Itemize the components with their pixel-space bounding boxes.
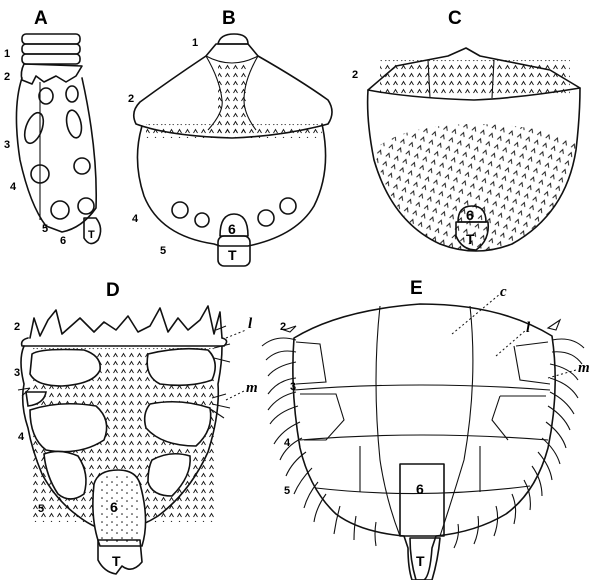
panel-d-seg-3: 3 bbox=[14, 367, 20, 379]
panel-e-seg-6: 6 bbox=[416, 481, 424, 497]
panel-e-telson: T bbox=[416, 553, 425, 569]
panel-a: A 1 2 3 4 5 6 T bbox=[4, 8, 101, 247]
panel-e-body bbox=[262, 294, 584, 580]
panel-b: B 1 2 4 5 6 T bbox=[128, 8, 332, 266]
panel-e-label-c: c bbox=[500, 284, 507, 300]
panel-d-label-m: m bbox=[246, 380, 258, 396]
panel-a-letter: A bbox=[34, 8, 48, 29]
panel-d-seg-5: 5 bbox=[38, 503, 44, 515]
panel-c-body bbox=[368, 48, 580, 251]
panel-c-telson: T bbox=[466, 231, 475, 247]
panel-e-seg-3: 3 bbox=[290, 381, 296, 393]
panel-c-seg-6: 6 bbox=[466, 207, 474, 223]
panel-c-seg-2: 2 bbox=[352, 69, 358, 81]
panel-c: C 2 6 T bbox=[352, 8, 580, 251]
panel-d-seg-6: 6 bbox=[110, 499, 118, 515]
panel-b-telson: T bbox=[228, 247, 237, 263]
panel-b-seg-2: 2 bbox=[128, 93, 134, 105]
panel-b-seg-5: 5 bbox=[160, 245, 166, 257]
panel-c-letter: C bbox=[448, 8, 462, 29]
panel-a-seg-4: 4 bbox=[10, 181, 17, 193]
panel-d-body bbox=[18, 306, 246, 574]
panel-b-seg-1: 1 bbox=[192, 37, 198, 49]
panel-d-letter: D bbox=[106, 280, 120, 301]
panel-a-seg-3: 3 bbox=[4, 139, 10, 151]
panel-e-letter: E bbox=[410, 278, 423, 299]
panel-b-seg-6: 6 bbox=[228, 221, 236, 237]
panel-d-seg-4: 4 bbox=[18, 431, 25, 443]
panel-e-seg-4: 4 bbox=[284, 437, 291, 449]
panel-a-seg-5: 5 bbox=[42, 223, 48, 235]
panel-e: E bbox=[262, 278, 590, 580]
panel-d-telson: T bbox=[112, 553, 121, 569]
panel-b-seg-4: 4 bbox=[132, 213, 139, 225]
panel-b-letter: B bbox=[222, 8, 236, 29]
panel-a-seg-1: 1 bbox=[4, 48, 10, 60]
panel-a-seg-2: 2 bbox=[4, 71, 10, 83]
panel-d-label-l: l bbox=[248, 316, 253, 332]
panel-e-seg-2: 2 bbox=[280, 321, 286, 333]
panel-e-label-l: l bbox=[526, 320, 531, 336]
panel-d: D 2 3 4 5 6 T l m bbox=[14, 280, 258, 574]
panel-e-seg-5: 5 bbox=[284, 485, 290, 497]
panel-a-body bbox=[16, 34, 100, 244]
panel-e-label-m: m bbox=[578, 360, 590, 376]
panel-a-seg-6: 6 bbox=[60, 235, 66, 247]
panel-d-seg-2: 2 bbox=[14, 321, 20, 333]
panel-a-telson: T bbox=[88, 229, 95, 241]
